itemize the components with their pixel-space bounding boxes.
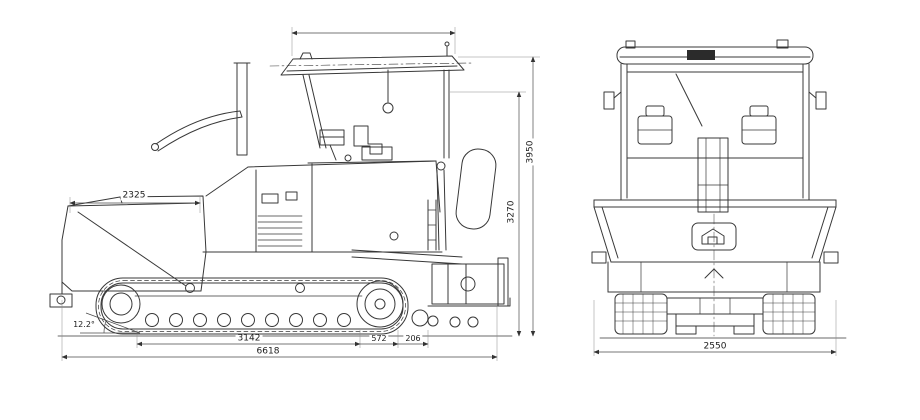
dim-track-base-label: 3142 [235,333,263,344]
dimension-lines [61,27,837,361]
front-view-drawing [591,39,847,339]
dim-overall-length-label: 6618 [254,346,282,357]
dim-approach-angle-label: 12.2° [71,320,97,329]
dim-mid-segment-label: 572 [369,334,389,343]
brand-plate [687,50,715,60]
dim-height-outer-label: 3950 [525,138,536,166]
dim-hopper-length-label: 2325 [120,190,148,201]
dim-height-inner-label: 3270 [506,198,517,226]
dim-rear-segment-label: 206 [403,334,423,343]
side-view-drawing [49,41,513,337]
dim-overall-width-label: 2550 [701,341,729,352]
